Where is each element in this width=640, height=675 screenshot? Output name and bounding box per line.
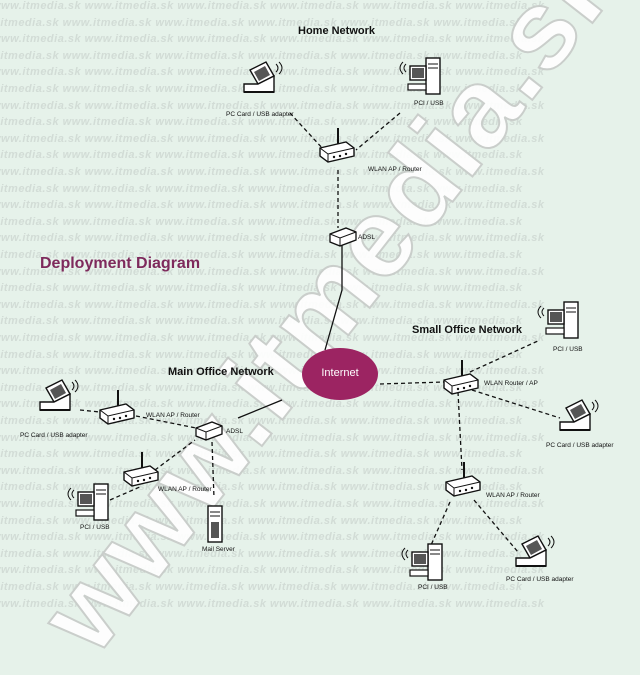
watermark-row: www.itmedia.sk www.itmedia.sk www.itmedi… (0, 597, 545, 610)
watermark-row: www.itmedia.sk www.itmedia.sk www.itmedi… (0, 498, 545, 510)
watermark-row: www.itmedia.sk www.itmedia.sk www.itmedi… (0, 282, 523, 295)
watermark-row: www.itmedia.sk www.itmedia.sk www.itmedi… (0, 315, 523, 328)
watermark-row: www.itmedia.sk www.itmedia.sk www.itmedi… (0, 49, 523, 62)
home-router-icon (319, 127, 355, 163)
watermark-row: www.itmedia.sk www.itmedia.sk www.itmedi… (0, 581, 523, 593)
watermark-row: www.itmedia.sk www.itmedia.sk www.itmedi… (0, 365, 545, 378)
watermark-row: www.itmedia.sk www.itmedia.sk www.itmedi… (0, 298, 545, 311)
main-office-laptop-icon (39, 379, 79, 411)
home-laptop-icon (243, 61, 283, 93)
small-office-pc-icon (537, 301, 579, 339)
small-office-ap-label: WLAN AP / Router (486, 492, 540, 499)
watermark-row: www.itmedia.sk www.itmedia.sk www.itmedi… (0, 564, 545, 577)
home-pc-icon (399, 57, 441, 95)
watermark-row: www.itmedia.sk www.itmedia.sk www.itmedi… (0, 166, 545, 178)
watermark-row: www.itmedia.sk www.itmedia.sk www.itmedi… (0, 381, 523, 394)
watermark-row: www.itmedia.sk www.itmedia.sk www.itmedi… (0, 531, 545, 544)
small-office-laptop-bottom-icon (515, 535, 555, 567)
watermark-row: www.itmedia.sk www.itmedia.sk www.itmedi… (0, 149, 523, 162)
small-office-pc-bottom-icon (401, 543, 443, 581)
watermark-row: www.itmedia.sk www.itmedia.sk www.itmedi… (0, 448, 523, 461)
watermark-row: www.itmedia.sk www.itmedia.sk www.itmedi… (0, 514, 523, 527)
main-office-ap2-label: WLAN AP / Router (158, 486, 212, 493)
watermark-row: www.itmedia.sk www.itmedia.sk www.itmedi… (0, 0, 545, 12)
solid-links (237, 244, 343, 419)
watermark-row: www.itmedia.sk www.itmedia.sk www.itmedi… (0, 265, 545, 278)
network-diagram (39, 57, 599, 581)
small-office-ap-icon (445, 461, 481, 497)
home-pc-label: PCI / USB (414, 100, 444, 107)
mail-server-icon (207, 505, 223, 543)
internet-label: Internet (321, 367, 359, 379)
small-office-router-label: WLAN Router / AP (484, 380, 538, 387)
main-office-pc-label: PCI / USB (80, 524, 110, 531)
small-office-pc-bottom-label: PCI / USB (418, 584, 448, 591)
small-office-laptop-bottom-label: PC Card / USB adapter (506, 576, 574, 583)
watermark-row: www.itmedia.sk www.itmedia.sk www.itmedi… (0, 33, 545, 46)
main-office-ap2-icon (123, 451, 159, 487)
watermark-row: www.itmedia.sk www.itmedia.sk www.itmedi… (0, 199, 545, 212)
home-network-heading: Home Network (298, 25, 376, 37)
watermark-row: www.itmedia.sk www.itmedia.sk www.itmedi… (0, 348, 523, 361)
main-office-adsl-label: ADSL (226, 428, 243, 435)
home-laptop-label: PC Card / USB adapter (226, 111, 294, 118)
small-office-router-icon (443, 359, 479, 395)
home-adsl-modem-icon (329, 227, 357, 247)
watermark-row: www.itmedia.sk www.itmedia.sk www.itmedi… (0, 132, 545, 145)
main-office-pc-icon (67, 483, 109, 521)
internet-cloud (302, 348, 378, 400)
watermark-row: www.itmedia.sk www.itmedia.sk www.itmedi… (0, 16, 523, 29)
watermark-row: www.itmedia.sk www.itmedia.sk www.itmedi… (0, 547, 523, 560)
main-office-adsl-modem-icon (195, 421, 223, 441)
small-office-pc-label: PCI / USB (553, 346, 583, 353)
watermark-row: www.itmedia.sk www.itmedia.sk www.itmedi… (0, 431, 545, 444)
main-office-network-heading: Main Office Network (168, 366, 274, 378)
watermark-row: www.itmedia.sk www.itmedia.sk www.itmedi… (0, 116, 523, 129)
home-router-label: WLAN AP / Router (368, 166, 422, 173)
watermark-row: www.itmedia.sk www.itmedia.sk www.itmedi… (0, 332, 545, 344)
home-adsl-label: ADSL (358, 234, 375, 241)
small-office-laptop-icon (559, 399, 599, 431)
main-office-ap1-icon (99, 389, 135, 425)
watermark-row: www.itmedia.sk www.itmedia.sk www.itmedi… (0, 99, 545, 112)
small-office-laptop-label: PC Card / USB adapter (546, 442, 614, 449)
watermark-row: www.itmedia.sk www.itmedia.sk www.itmedi… (0, 249, 523, 261)
watermark-row: www.itmedia.sk www.itmedia.sk www.itmedi… (0, 182, 523, 195)
watermark-row: www.itmedia.sk www.itmedia.sk www.itmedi… (0, 232, 545, 245)
main-office-laptop-label: PC Card / USB adapter (20, 432, 88, 439)
main-office-ap1-label: WLAN AP / Router (146, 412, 200, 419)
watermark-pattern: www.itmedia.sk www.itmedia.sk www.itmedi… (0, 0, 545, 610)
diagram-title: Deployment Diagram (40, 255, 201, 272)
mail-server-label: Mail Server (202, 546, 235, 553)
watermark-row: www.itmedia.sk www.itmedia.sk www.itmedi… (0, 215, 523, 228)
small-office-network-heading: Small Office Network (412, 324, 523, 336)
